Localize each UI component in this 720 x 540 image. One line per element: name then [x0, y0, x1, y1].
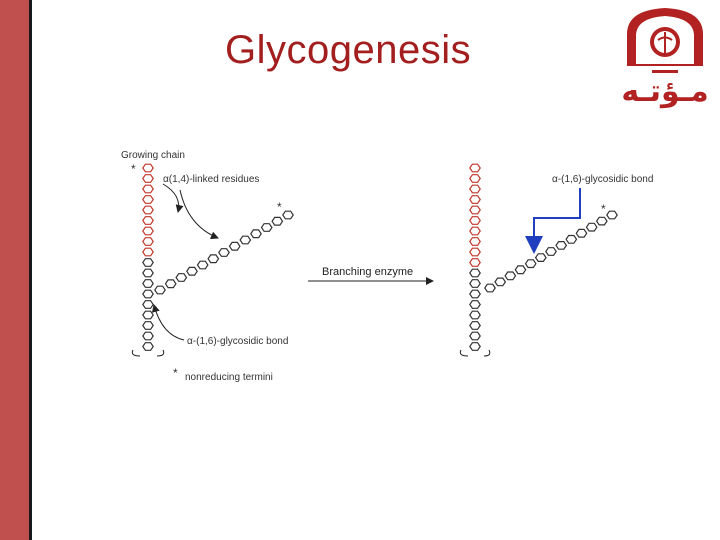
right-branch-chain — [484, 210, 618, 293]
glucose-residue — [469, 310, 481, 320]
glucose-residue-new — [142, 163, 154, 173]
glucose-residue — [494, 277, 507, 287]
highlight-arrow — [525, 188, 581, 254]
left-sidebar-bar — [0, 0, 32, 540]
glucose-residue — [524, 259, 537, 269]
glucose-residue — [175, 273, 188, 282]
glucose-residue-new — [469, 237, 481, 246]
glucose-residue — [142, 279, 154, 288]
glucose-residue-new — [142, 205, 154, 215]
glucose-residue-new — [469, 184, 481, 194]
alpha16-label: α-(1,6)-glycosidic bond — [187, 336, 289, 347]
glucose-residue-new — [142, 184, 154, 194]
glucose-residue-new — [469, 174, 481, 183]
glucose-residue — [142, 258, 154, 267]
nonreducing-star: * — [173, 366, 178, 380]
glucose-residue — [282, 210, 294, 220]
left-star-top: * — [131, 162, 136, 176]
glucose-residue-new — [469, 163, 481, 173]
glucose-residue-new — [142, 226, 154, 236]
glucose-residue — [142, 300, 154, 309]
alpha16-pointer-arrow — [151, 304, 185, 341]
glucose-residue-new — [469, 258, 481, 267]
glucose-residue — [469, 268, 481, 278]
glucose-residue — [142, 331, 154, 341]
glucose-residue — [250, 229, 262, 239]
slide-title: Glycogenesis — [225, 28, 472, 72]
glucose-residue — [565, 234, 578, 244]
glucose-residue-new — [142, 216, 154, 225]
left-branch-chain — [154, 210, 294, 295]
glucose-residue — [469, 321, 481, 330]
glucose-residue — [469, 289, 481, 299]
glucose-residue-new — [469, 226, 481, 236]
glucose-residue-new — [469, 216, 481, 225]
glucose-residue — [469, 279, 481, 288]
logo-text: مـؤتـه — [621, 74, 709, 109]
glucose-residue — [545, 247, 557, 256]
alpha14-label: α(1,4)-linked residues — [163, 174, 260, 185]
glucose-residue — [142, 310, 154, 320]
glucose-residue — [606, 210, 618, 220]
left-vertical-chain — [142, 163, 154, 351]
glucose-residue — [585, 222, 598, 232]
glucose-residue — [218, 248, 230, 257]
growing-chain-label: Growing chain — [121, 150, 185, 161]
glucose-residue — [260, 223, 273, 232]
glucose-residue — [469, 342, 481, 351]
glucose-residue — [142, 289, 154, 299]
branching-enzyme-label: Branching enzyme — [322, 266, 414, 278]
glucose-residue — [595, 216, 608, 226]
glucose-residue — [142, 268, 154, 278]
glucose-residue-new — [469, 195, 481, 204]
glucose-residue — [555, 241, 568, 250]
glucose-residue — [228, 241, 241, 251]
glucose-residue — [469, 300, 481, 309]
university-crest-icon — [627, 8, 703, 73]
glucose-residue — [239, 235, 252, 245]
alpha16-bond-label: α-(1,6)-glycosidic bond — [552, 174, 654, 185]
glucose-residue-new — [142, 237, 154, 246]
glucose-residue — [469, 331, 481, 341]
left-chain-end — [131, 349, 165, 357]
glucose-residue — [271, 216, 284, 226]
university-logo: مـؤتـه — [612, 4, 718, 116]
glucose-residue — [514, 265, 527, 275]
glucose-residue-new — [469, 247, 481, 257]
glucose-residue — [207, 254, 220, 264]
left-star-branch: * — [277, 200, 282, 214]
nonreducing-label: nonreducing termini — [185, 372, 273, 383]
glucose-residue — [154, 285, 166, 295]
glucose-residue — [484, 283, 496, 293]
alpha14-pointer-arrow — [162, 183, 184, 213]
right-star-branch: * — [601, 202, 606, 216]
glucose-residue-new — [142, 247, 154, 257]
glucose-residue — [142, 321, 154, 330]
glucose-residue — [575, 228, 588, 238]
glucose-residue — [164, 279, 177, 289]
glucose-residue — [186, 266, 198, 276]
glucose-residue-new — [469, 205, 481, 215]
glucose-residue — [534, 253, 547, 262]
glucose-residue — [196, 260, 209, 270]
glucose-residue — [142, 342, 154, 351]
right-chain-end — [459, 349, 491, 357]
transfer-arrow — [179, 189, 219, 240]
glucose-residue-new — [142, 195, 154, 204]
glucose-residue — [504, 271, 517, 281]
right-vertical-chain — [469, 163, 481, 351]
glucose-residue-new — [142, 174, 154, 183]
